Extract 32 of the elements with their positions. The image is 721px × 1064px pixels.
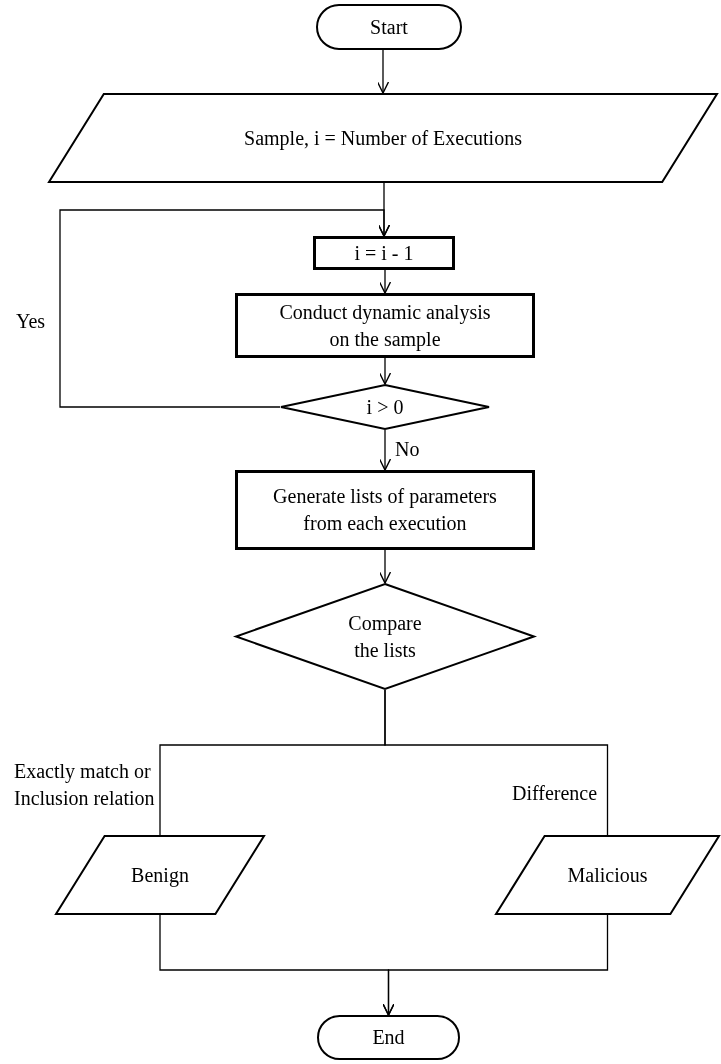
arrow	[59, 209, 391, 408]
node-label: Compare the lists	[347, 610, 423, 663]
edge-label: Difference	[512, 781, 598, 806]
arrow	[382, 914, 609, 1016]
edge-label: Exactly match or Inclusion relation	[14, 759, 156, 811]
input-parallelogram	[48, 93, 718, 183]
start-terminal	[316, 4, 462, 50]
edge-label: No	[395, 437, 420, 462]
arrow	[378, 429, 392, 471]
edge-label: Yes	[16, 309, 46, 334]
node-label: i = i - 1	[353, 240, 415, 266]
decision-diamond	[280, 384, 490, 430]
connector-line	[384, 689, 609, 836]
node-label: i > 0	[365, 394, 405, 420]
process-box	[235, 293, 535, 358]
output-parallelogram	[495, 835, 720, 915]
node-label: Malicious	[566, 862, 649, 888]
node-label: Start	[369, 14, 409, 40]
node-label: Generate lists of parameters from each execution	[272, 484, 498, 536]
arrow	[378, 357, 392, 385]
decision-diamond	[235, 583, 535, 690]
end-terminal	[317, 1015, 460, 1060]
output-parallelogram	[55, 835, 265, 915]
arrow	[378, 269, 392, 294]
node-label: Benign	[130, 862, 190, 889]
node-label: End	[371, 1025, 406, 1050]
arrow	[378, 549, 392, 584]
arrow	[376, 49, 390, 94]
process-box	[235, 470, 535, 550]
process-box	[313, 236, 455, 270]
node-label: Sample, i = Number of Executions	[243, 125, 523, 152]
node-label: Conduct dynamic analysis on the sample	[278, 299, 492, 353]
